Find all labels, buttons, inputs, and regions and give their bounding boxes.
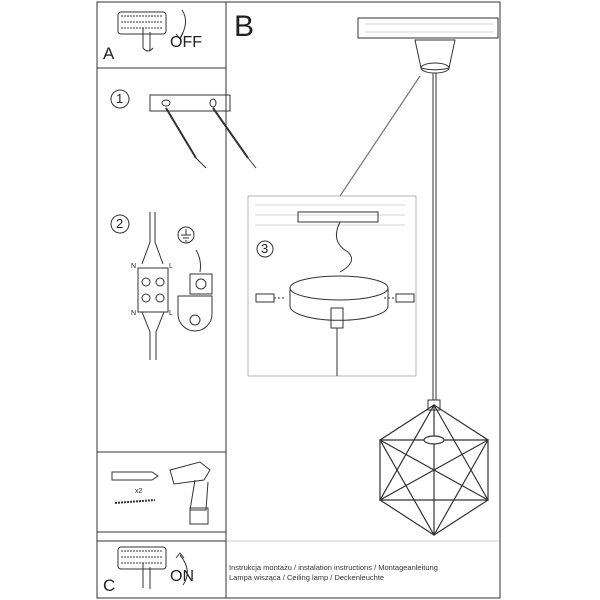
wall-plug-icon (111, 471, 159, 504)
box-a (96, 1, 227, 69)
ceiling-canopy (289, 275, 389, 301)
footer-line-1: Instrukcja montażu / instalation instruc… (229, 563, 438, 572)
ceiling (357, 17, 499, 39)
footer-line-2: Lampa wisząca / Ceiling lamp / Deckenleu… (229, 573, 385, 582)
terminal-block (137, 267, 169, 313)
canopy (414, 39, 456, 71)
wire-l-label-2: L (169, 310, 173, 317)
step-1-circle (110, 89, 130, 109)
footer-caption: Instrukcja montażu / instalation instruc… (229, 563, 438, 583)
wire-n-label: N (131, 263, 137, 270)
step-2-circle (110, 214, 130, 234)
fuse-box-icon-c (117, 546, 167, 589)
step-a-action: OFF (170, 34, 202, 51)
outer-frame (96, 1, 501, 599)
step-c-action: ON (170, 568, 194, 585)
step-1-number: 1 (116, 91, 124, 106)
step-b-letter: B (234, 10, 255, 43)
step-3-number: 3 (261, 241, 269, 256)
quantity-label: x2 (135, 488, 143, 495)
ground-symbol-icon (177, 226, 195, 244)
drill-icon (169, 461, 211, 525)
wire-n-label-2: N (131, 310, 137, 317)
mounting-bracket (149, 94, 231, 112)
box-tools (96, 451, 227, 533)
step-2-number: 2 (116, 216, 124, 231)
detail-bracket (297, 211, 379, 223)
box-c (96, 540, 227, 599)
arrow-up-icon (179, 554, 188, 586)
fuse-box-icon-a (117, 11, 167, 52)
step-c-letter: C (103, 576, 116, 595)
detail-pointer-line (339, 75, 421, 197)
geometric-cage-shade (378, 403, 490, 537)
wire-l-label: L (169, 263, 173, 270)
step-a-letter: A (103, 44, 115, 63)
step-3-circle (256, 240, 274, 258)
detail-frame (247, 195, 417, 377)
